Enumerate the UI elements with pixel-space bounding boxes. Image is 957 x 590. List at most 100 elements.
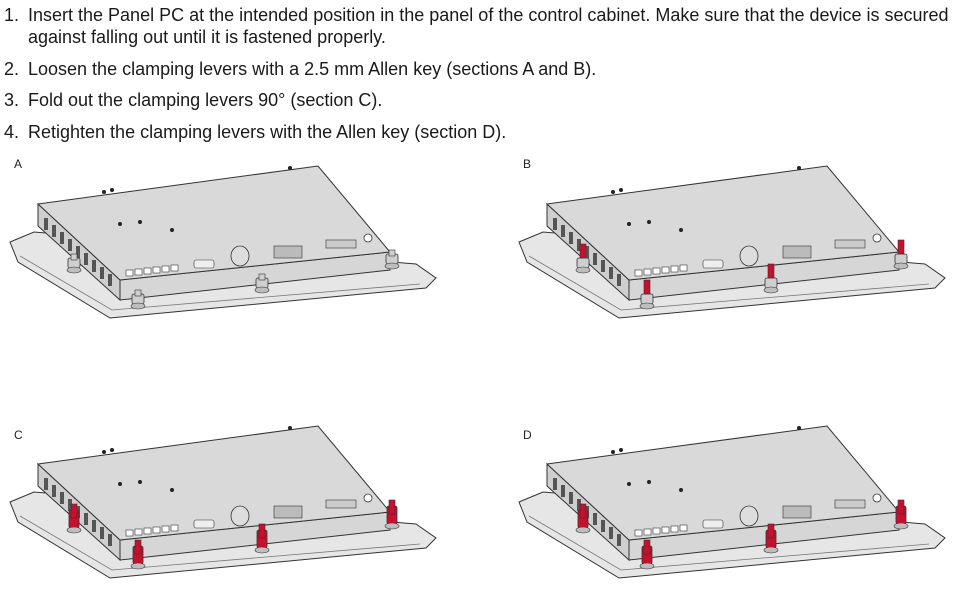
figure-b-panel-pc: [517, 160, 947, 330]
clamping-lever: [640, 293, 654, 305]
vent-slot: [561, 485, 565, 497]
allen-screw: [388, 249, 396, 257]
ethernet-ports: [782, 505, 812, 519]
top-screw: [647, 480, 651, 484]
serial-port: [193, 519, 215, 529]
top-screw: [647, 220, 651, 224]
clamping-lever: [894, 253, 908, 265]
usb-port: [125, 269, 134, 277]
vent-slot: [44, 218, 48, 230]
usb-port: [652, 267, 661, 275]
usb-port: [679, 524, 688, 532]
allen-screw: [643, 279, 651, 295]
power-connector: [230, 245, 250, 267]
status-led: [363, 233, 373, 243]
top-screw: [102, 190, 106, 194]
usb-port: [661, 266, 670, 274]
lever-base: [893, 522, 909, 530]
top-screw: [110, 448, 114, 452]
vent-slot: [561, 225, 565, 237]
usb-port: [170, 524, 179, 532]
top-screw: [118, 222, 122, 226]
usb-port: [634, 269, 643, 277]
allen-screw: [134, 289, 142, 297]
step-text: Loosen the clamping levers with a 2.5 mm…: [28, 59, 597, 79]
vent-slot: [553, 218, 557, 230]
top-screw: [679, 228, 683, 232]
top-screw: [619, 188, 623, 192]
power-connector: [739, 505, 759, 527]
lever-base: [66, 266, 82, 274]
step-number: 4.: [4, 122, 20, 142]
top-screw: [797, 426, 801, 430]
vent-slot: [60, 232, 64, 244]
frame-edge: [528, 255, 930, 311]
lever-base: [254, 546, 270, 554]
vent-slot: [569, 492, 573, 504]
vent-slot: [60, 492, 64, 504]
allen-screw: [767, 523, 775, 539]
usb-port: [134, 268, 143, 276]
top-screw: [118, 482, 122, 486]
vent-slot: [100, 267, 104, 279]
vent-slot: [92, 260, 96, 272]
vent-slot: [84, 253, 88, 265]
serial-port: [702, 519, 724, 529]
step-number: 2.: [4, 59, 20, 79]
instruction-step-3: 3. Fold out the clamping levers 90° (sec…: [0, 89, 382, 111]
vent-slot: [609, 267, 613, 279]
top-screw: [611, 190, 615, 194]
top-screw: [138, 480, 142, 484]
lever-base: [384, 262, 400, 270]
lever-base: [384, 522, 400, 530]
figure-a-panel-pc: [8, 160, 438, 330]
top-screw: [138, 220, 142, 224]
top-screw: [288, 426, 292, 430]
usb-port: [134, 528, 143, 536]
status-led: [363, 493, 373, 503]
top-screw: [627, 222, 631, 226]
vent-slot: [84, 513, 88, 525]
instruction-step-4: 4. Retighten the clamping levers with th…: [0, 121, 506, 143]
usb-port: [652, 527, 661, 535]
top-screw: [627, 482, 631, 486]
vent-slot: [577, 499, 581, 511]
top-screw: [797, 166, 801, 170]
frame-edge: [19, 255, 421, 311]
top-screw: [288, 166, 292, 170]
vent-slot: [609, 527, 613, 539]
usb-port: [670, 525, 679, 533]
allen-screw: [579, 503, 587, 519]
clamping-lever: [576, 257, 590, 269]
usb-port: [161, 265, 170, 273]
allen-screw: [258, 523, 266, 539]
usb-port: [661, 526, 670, 534]
usb-port: [634, 529, 643, 537]
lever-base: [66, 526, 82, 534]
allen-screw: [897, 499, 905, 515]
vent-slot: [617, 274, 621, 286]
vent-slot: [593, 513, 597, 525]
vent-slot: [100, 527, 104, 539]
vent-slot: [569, 232, 573, 244]
figure-d-panel-pc: [517, 420, 947, 590]
status-led: [872, 233, 882, 243]
step-text: Insert the Panel PC at the intended posi…: [28, 5, 949, 47]
allen-screw: [134, 539, 142, 555]
top-screw: [611, 450, 615, 454]
serial-port: [193, 259, 215, 269]
allen-screw: [388, 499, 396, 515]
usb-port: [679, 264, 688, 272]
vent-slot: [108, 274, 112, 286]
usb-port: [143, 267, 152, 275]
dvi-port: [325, 239, 357, 249]
allen-screw: [70, 503, 78, 519]
usb-port: [170, 264, 179, 272]
vent-slot: [92, 520, 96, 532]
figure-label-d: D: [523, 428, 532, 442]
usb-port: [670, 265, 679, 273]
top-screw: [679, 488, 683, 492]
usb-port: [152, 526, 161, 534]
vent-slot: [585, 246, 589, 258]
top-screw: [110, 188, 114, 192]
